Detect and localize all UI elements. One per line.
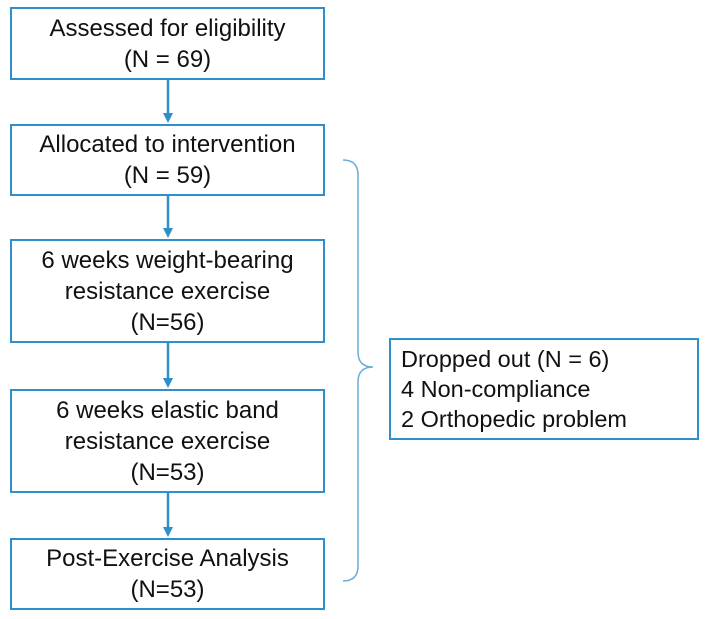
box-line: 6 weeks elastic band bbox=[56, 396, 279, 424]
box-line: (N=53) bbox=[130, 576, 205, 603]
box-line: Post-Exercise Analysis bbox=[46, 545, 289, 572]
dropout-line: Dropped out (N = 6) bbox=[401, 346, 610, 372]
box-line: Allocated to intervention bbox=[39, 131, 296, 158]
assessed-for-eligibility-box: Assessed for eligibility (N = 69) bbox=[10, 7, 325, 80]
box-line: Assessed for eligibility bbox=[49, 14, 286, 42]
box-line: (N=56) bbox=[130, 308, 205, 336]
dropout-line: 2 Orthopedic problem bbox=[401, 406, 627, 432]
elastic-band-exercise-box: 6 weeks elastic band resistance exercise… bbox=[10, 389, 325, 493]
post-exercise-analysis-box: Post-Exercise Analysis (N=53) bbox=[10, 538, 325, 610]
box-line: (N = 69) bbox=[123, 45, 212, 73]
dropped-out-box: Dropped out (N = 6) 4 Non-compliance 2 O… bbox=[389, 338, 699, 440]
dropout-brace bbox=[342, 159, 374, 582]
box-line: (N=53) bbox=[130, 458, 205, 486]
box-line: resistance exercise bbox=[64, 277, 271, 305]
box-line: 6 weeks weight-bearing bbox=[41, 246, 294, 274]
allocated-to-intervention-box: Allocated to intervention (N = 59) bbox=[10, 124, 325, 196]
weight-bearing-exercise-box: 6 weeks weight-bearing resistance exerci… bbox=[10, 239, 325, 343]
box-line: (N = 59) bbox=[123, 162, 212, 189]
box-line: resistance exercise bbox=[64, 427, 271, 455]
dropout-line: 4 Non-compliance bbox=[401, 376, 591, 402]
